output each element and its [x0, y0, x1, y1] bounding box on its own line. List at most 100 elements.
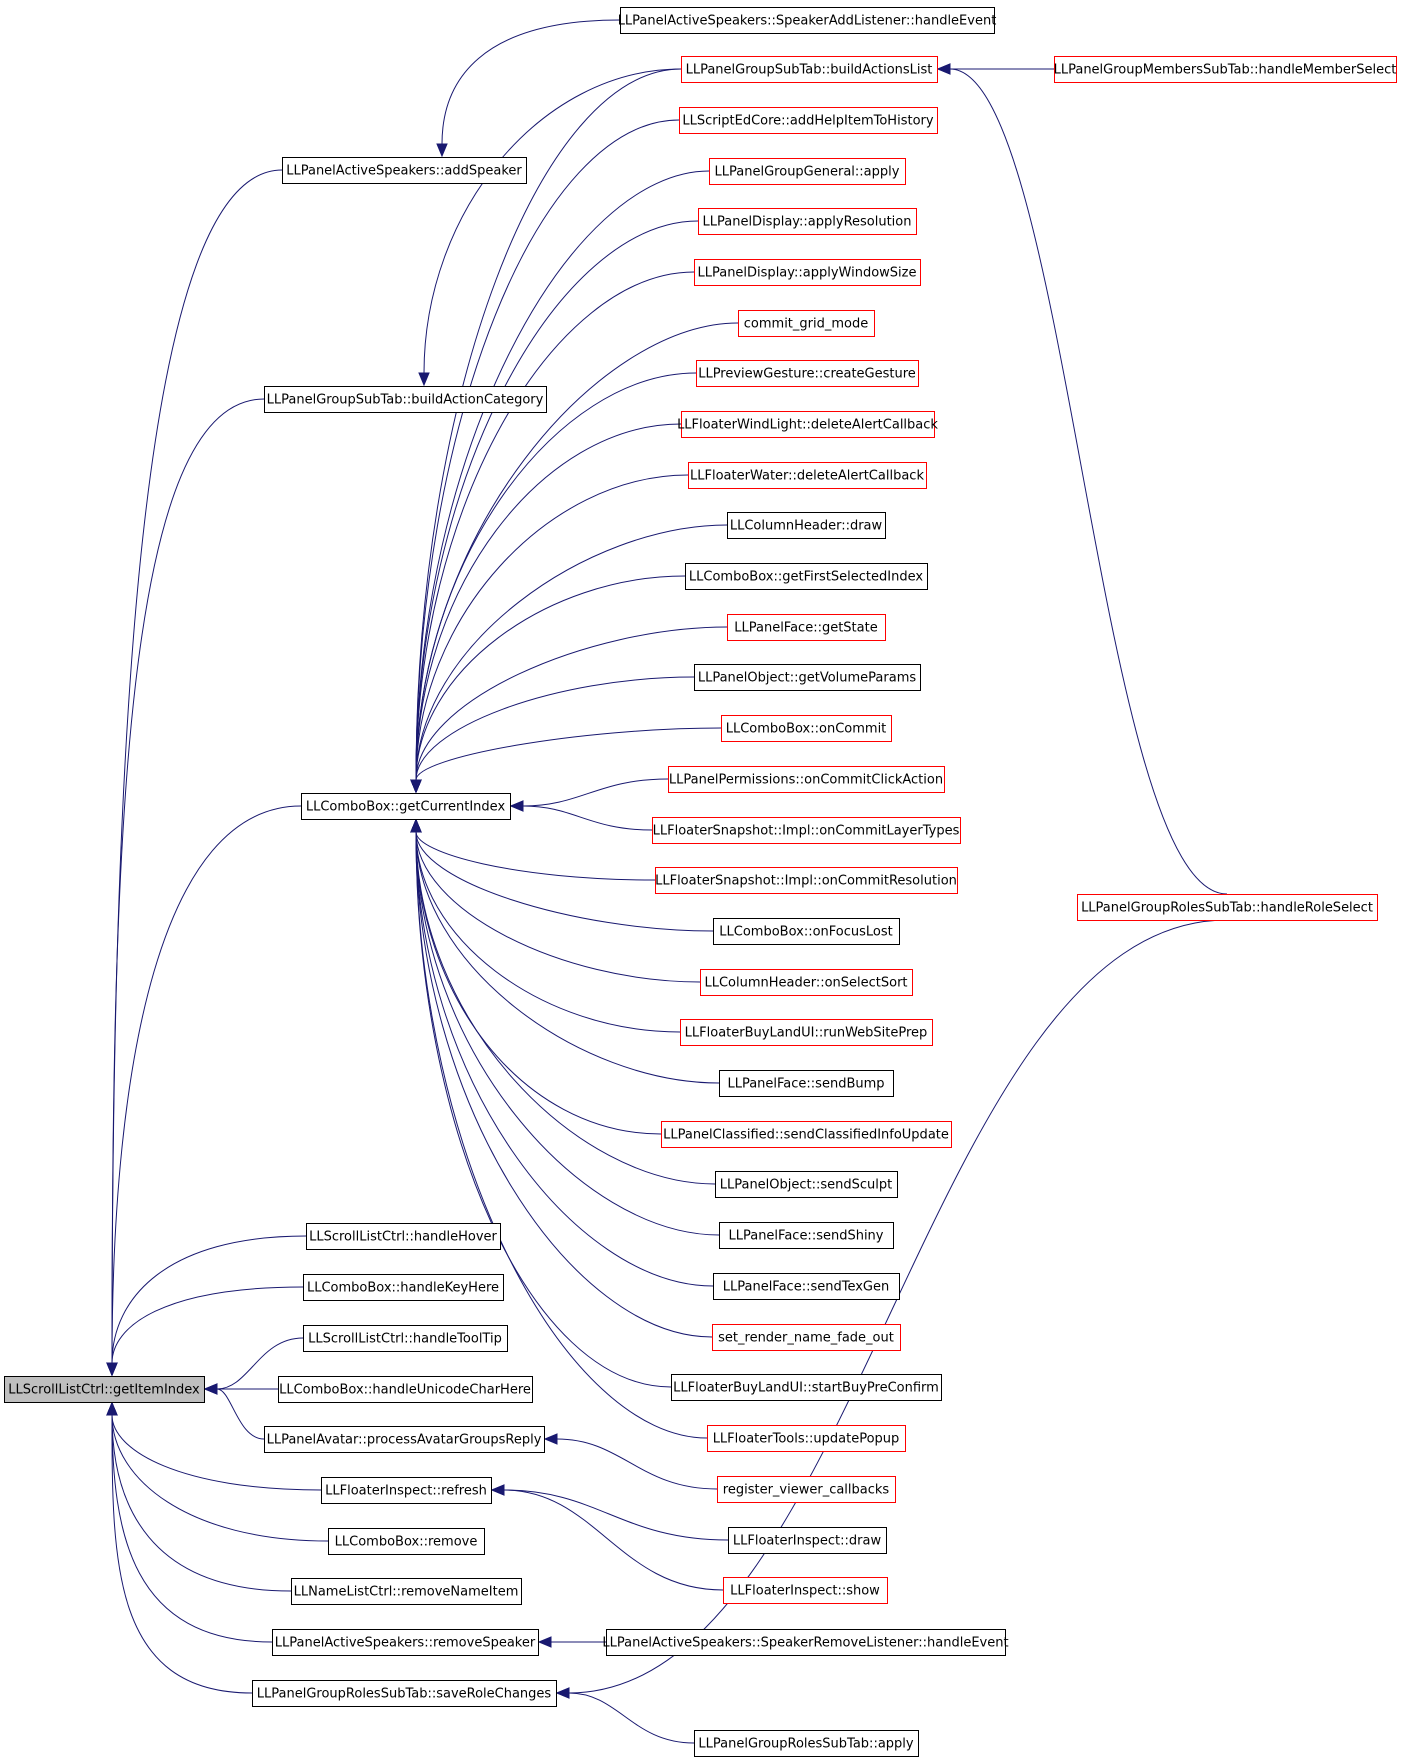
node-box [719, 1070, 894, 1097]
node-label: LLScrollListCtrl::handleHover [309, 1230, 497, 1245]
node-addSpeaker[interactable]: LLPanelActiveSpeakers::addSpeaker [282, 157, 527, 184]
node-registerViewer[interactable]: register_viewer_callbacks [717, 1476, 896, 1503]
node-label: LLPanelObject::getVolumeParams [698, 671, 917, 686]
node-onCommitClickAction[interactable]: LLPanelPermissions::onCommitClickAction [668, 766, 945, 793]
node-getVolumeParams[interactable]: LLPanelObject::getVolumeParams [694, 664, 921, 691]
edge-line [111, 1414, 292, 1592]
edge-line [111, 805, 302, 1364]
node-applyResolution[interactable]: LLPanelDisplay::applyResolution [698, 208, 917, 235]
node-box [713, 918, 900, 945]
node-startBuyPreConfirm[interactable]: LLFloaterBuyLandUI::startBuyPreConfirm [671, 1374, 942, 1401]
edge-line [415, 220, 699, 781]
node-onCommitResolution[interactable]: LLFloaterSnapshot::Impl::onCommitResolut… [655, 867, 958, 894]
node-rolesApply[interactable]: LLPanelGroupRolesSubTab::apply [694, 1730, 919, 1757]
node-label: LLPanelGroupSubTab::buildActionCategory [267, 393, 544, 408]
node-label: LLScriptEdCore::addHelpItemToHistory [682, 114, 933, 129]
node-inspectShow[interactable]: LLFloaterInspect::show [723, 1577, 888, 1604]
node-label: LLComboBox::getCurrentIndex [306, 800, 506, 815]
node-box [707, 1425, 906, 1452]
node-columnHeaderDraw[interactable]: LLColumnHeader::draw [727, 512, 886, 539]
edge-applyWindowSize-to-getCurrentIndex [410, 271, 695, 794]
node-handleUnicode[interactable]: LLComboBox::handleUnicodeCharHere [278, 1376, 533, 1403]
node-sendSculpt[interactable]: LLPanelObject::sendSculpt [715, 1171, 898, 1198]
node-buildActionCategory[interactable]: LLPanelGroupSubTab::buildActionCategory [264, 386, 547, 413]
node-box [681, 411, 935, 438]
node-getFirstSelected[interactable]: LLComboBox::getFirstSelectedIndex [685, 563, 928, 590]
node-removeNameItem[interactable]: LLNameListCtrl::removeNameItem [291, 1578, 522, 1605]
node-box [655, 867, 958, 894]
node-inspectRefresh[interactable]: LLFloaterInspect::refresh [321, 1477, 492, 1504]
node-saveRoleChanges[interactable]: LLPanelGroupRolesSubTab::saveRoleChanges [252, 1680, 557, 1707]
node-sendTexGen[interactable]: LLPanelFace::sendTexGen [713, 1273, 900, 1300]
node-handleRoleSelect[interactable]: LLPanelGroupRolesSubTab::handleRoleSelec… [1077, 894, 1378, 921]
edge-sendBump-to-getCurrentIndex [410, 818, 720, 1084]
node-box [694, 259, 921, 286]
edge-line [111, 1414, 329, 1542]
node-getCurrentIndex[interactable]: LLComboBox::getCurrentIndex [301, 793, 511, 820]
node-box [1054, 56, 1397, 83]
node-removeSpeaker[interactable]: LLPanelActiveSpeakers::removeSpeaker [272, 1629, 539, 1656]
node-runWebSitePrep[interactable]: LLFloaterBuyLandUI::runWebSitePrep [680, 1019, 933, 1046]
node-label: LLPanelActiveSpeakers::SpeakerRemoveList… [602, 1636, 1008, 1651]
node-box [303, 1274, 504, 1301]
node-label: LLComboBox::onFocusLost [719, 925, 892, 940]
node-onFocusLost[interactable]: LLComboBox::onFocusLost [713, 918, 900, 945]
node-speakerRemoveHandle[interactable]: LLPanelActiveSpeakers::SpeakerRemoveList… [602, 1629, 1009, 1656]
node-box [681, 56, 938, 83]
node-sendClassified[interactable]: LLPanelClassified::sendClassifiedInfoUpd… [661, 1121, 952, 1148]
node-box [291, 1578, 522, 1605]
edge-line [415, 119, 680, 781]
node-applyWindowSize[interactable]: LLPanelDisplay::applyWindowSize [694, 259, 921, 286]
node-label: LLPanelFace::sendBump [727, 1077, 884, 1092]
node-renderNameFade[interactable]: set_render_name_fade_out [712, 1324, 901, 1351]
node-waterDelete[interactable]: LLFloaterWater::deleteAlertCallback [688, 462, 927, 489]
node-buildActionsList[interactable]: LLPanelGroupSubTab::buildActionsList [681, 56, 938, 83]
node-root[interactable]: LLScrollListCtrl::getItemIndex [4, 1376, 205, 1403]
edge-line [415, 831, 713, 1338]
edge-arrowhead [203, 1383, 218, 1395]
node-handleKeyHere[interactable]: LLComboBox::handleKeyHere [303, 1274, 504, 1301]
node-sendShiny[interactable]: LLPanelFace::sendShiny [719, 1222, 894, 1249]
node-speakerAddHandle[interactable]: LLPanelActiveSpeakers::SpeakerAddListene… [618, 7, 997, 34]
node-handleHover[interactable]: LLScrollListCtrl::handleHover [306, 1223, 501, 1250]
edge-addSpeaker-to-root [106, 169, 283, 1377]
edge-line [415, 831, 714, 932]
node-comboOnCommit[interactable]: LLComboBox::onCommit [721, 715, 892, 742]
edge-renderNameFade-to-getCurrentIndex [410, 818, 713, 1338]
node-avatarGroupsReply[interactable]: LLPanelAvatar::processAvatarGroupsReply [264, 1426, 545, 1453]
edge-line [216, 1388, 265, 1440]
node-box [1077, 894, 1378, 921]
edge-line [415, 271, 695, 781]
edge-line [415, 831, 701, 983]
node-commitGridMode[interactable]: commit_grid_mode [738, 310, 875, 337]
edge-groupGeneralApply-to-getCurrentIndex [410, 170, 710, 794]
node-box [679, 107, 938, 134]
node-comboRemove[interactable]: LLComboBox::remove [328, 1528, 485, 1555]
edge-removeSpeaker-to-root [106, 1401, 273, 1643]
edge-columnHeaderDraw-to-getCurrentIndex [410, 524, 728, 794]
node-windLightDelete[interactable]: LLFloaterWindLight::deleteAlertCallback [677, 411, 938, 438]
node-label: LLComboBox::handleKeyHere [307, 1281, 499, 1296]
node-box [713, 1273, 900, 1300]
node-groupGeneralApply[interactable]: LLPanelGroupGeneral::apply [709, 158, 906, 185]
node-handleMemberSelect[interactable]: LLPanelGroupMembersSubTab::handleMemberS… [1054, 56, 1397, 83]
node-addHelpItem[interactable]: LLScriptEdCore::addHelpItemToHistory [679, 107, 938, 134]
node-faceGetState[interactable]: LLPanelFace::getState [727, 614, 886, 641]
node-label: LLPanelDisplay::applyWindowSize [697, 266, 916, 281]
node-onCommitLayerTypes[interactable]: LLFloaterSnapshot::Impl::onCommitLayerTy… [652, 817, 961, 844]
node-updatePopup[interactable]: LLFloaterTools::updatePopup [707, 1425, 906, 1452]
node-onSelectSort[interactable]: LLColumnHeader::onSelectSort [700, 969, 913, 996]
node-box [252, 1680, 557, 1707]
edge-arrowhead [490, 1484, 505, 1496]
edge-line [216, 1337, 304, 1390]
node-createGesture[interactable]: LLPreviewGesture::createGesture [696, 360, 919, 387]
node-box [700, 969, 913, 996]
node-sendBump[interactable]: LLPanelFace::sendBump [719, 1070, 894, 1097]
edge-avatarGroupsReply-to-root [203, 1383, 265, 1440]
node-inspectDraw[interactable]: LLFloaterInspect::draw [728, 1527, 887, 1554]
edge-line [415, 831, 720, 1236]
edge-line [111, 1235, 307, 1364]
node-box [620, 7, 995, 34]
node-handleToolTip[interactable]: LLScrollListCtrl::handleToolTip [303, 1325, 508, 1352]
node-box [306, 1223, 501, 1250]
